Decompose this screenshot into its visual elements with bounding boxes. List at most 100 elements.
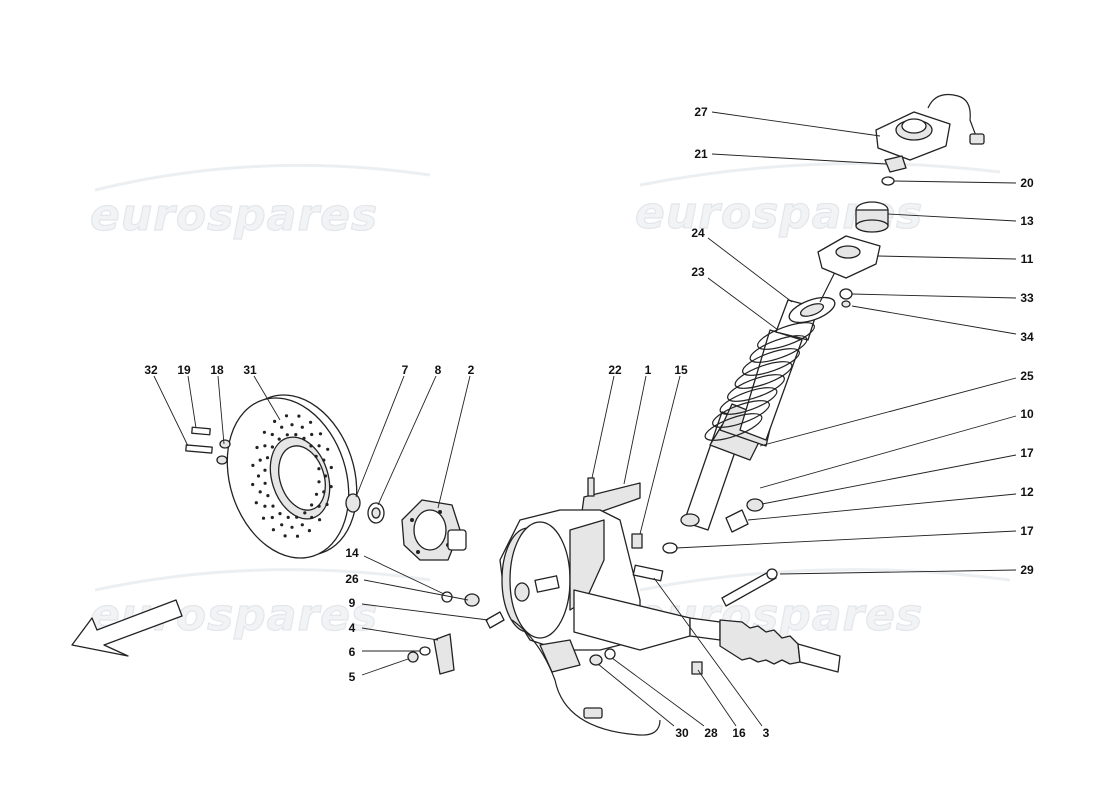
watermark-bottom-left: eurospares bbox=[89, 568, 431, 642]
callout-number: 15 bbox=[674, 363, 688, 377]
callout-leader-line bbox=[759, 377, 1017, 447]
disc-hole bbox=[254, 501, 258, 505]
callout-number: 16 bbox=[732, 726, 746, 740]
disc-hole bbox=[309, 420, 313, 424]
disc-hole bbox=[251, 463, 255, 467]
callout-leader-line bbox=[623, 375, 647, 485]
disc-hole bbox=[278, 511, 282, 516]
callout-leader-line bbox=[437, 375, 471, 509]
disc-hole bbox=[263, 468, 267, 472]
callout-leader-line bbox=[253, 375, 281, 421]
callout-number: 2 bbox=[468, 363, 475, 377]
disc-hole bbox=[317, 444, 321, 448]
svg-text:eurospares: eurospares bbox=[90, 190, 378, 241]
callout-number: 20 bbox=[1020, 176, 1034, 190]
disc-hole bbox=[271, 528, 275, 532]
callout-leader-line bbox=[361, 627, 439, 641]
callout-number: 17 bbox=[1020, 524, 1034, 538]
disc-hole bbox=[322, 458, 326, 462]
disc-hole bbox=[263, 504, 267, 508]
disc-hole bbox=[270, 515, 274, 520]
disc-hole bbox=[284, 414, 289, 418]
shock-absorber bbox=[680, 269, 837, 531]
disc-hole bbox=[263, 444, 267, 448]
callout-leader-line bbox=[851, 293, 1017, 299]
disc-hole bbox=[270, 445, 274, 449]
disc-hole bbox=[309, 444, 313, 448]
callout-number: 7 bbox=[402, 363, 409, 377]
direction-arrow-icon bbox=[71, 599, 183, 657]
disc-hole bbox=[262, 430, 266, 434]
disc-hole bbox=[314, 454, 318, 458]
disc-hole bbox=[300, 425, 304, 429]
callout-number: 13 bbox=[1020, 214, 1034, 228]
disc-hole bbox=[317, 480, 321, 484]
disc-hole bbox=[271, 504, 275, 508]
disc-hole bbox=[322, 490, 326, 494]
disc-hole bbox=[266, 494, 270, 498]
callout-leader-line bbox=[355, 375, 405, 498]
callout-number: 31 bbox=[243, 363, 257, 377]
callout-number: 28 bbox=[704, 726, 718, 740]
spring-coil bbox=[742, 348, 800, 376]
callout-leader-line bbox=[887, 213, 1017, 222]
disc-hole bbox=[285, 433, 289, 437]
disc-hole bbox=[314, 492, 319, 496]
callout-number: 11 bbox=[1021, 252, 1034, 266]
disc-hole bbox=[303, 511, 307, 515]
disc-hole bbox=[283, 534, 287, 538]
callout-number: 29 bbox=[1020, 563, 1034, 577]
spring-coil bbox=[719, 387, 778, 415]
callout-leader-line bbox=[759, 415, 1017, 489]
disc-hole bbox=[290, 525, 294, 529]
disc-hole bbox=[325, 502, 329, 507]
disc-hole bbox=[329, 485, 333, 489]
callout-leader-line bbox=[361, 658, 409, 676]
callout-number: 30 bbox=[675, 726, 689, 740]
disc-hole bbox=[310, 515, 314, 520]
callout-leader-line bbox=[779, 569, 1017, 575]
callout-leader-line bbox=[747, 493, 1017, 521]
callout-leader-line bbox=[761, 454, 1017, 505]
callout-leader-line bbox=[361, 603, 489, 621]
callout-number: 34 bbox=[1020, 330, 1034, 344]
disc-hole bbox=[277, 437, 281, 441]
callout-number: 4 bbox=[349, 621, 356, 635]
callout-number: 5 bbox=[349, 670, 356, 684]
callout-leader-line bbox=[217, 375, 225, 445]
spring-coil bbox=[727, 374, 785, 402]
disc-hole bbox=[263, 481, 267, 485]
top-mount bbox=[817, 93, 985, 308]
disc-hole bbox=[318, 432, 323, 436]
spring-coil bbox=[749, 335, 808, 363]
callout-number: 3 bbox=[763, 726, 770, 740]
hub-carrier bbox=[499, 482, 691, 673]
callout-number: 1 bbox=[645, 363, 652, 377]
callout-number: 25 bbox=[1020, 369, 1034, 383]
disc-hole bbox=[294, 433, 298, 437]
disc-hole bbox=[318, 518, 322, 522]
disc-hole bbox=[290, 423, 294, 427]
disc-hole bbox=[280, 523, 284, 527]
callout-leader-line bbox=[187, 375, 197, 429]
disc-hole bbox=[323, 474, 328, 478]
callout-number: 24 bbox=[691, 226, 705, 240]
callout-number: 12 bbox=[1020, 485, 1034, 499]
callout-leader-line bbox=[711, 111, 881, 137]
watermark-top-left: eurospares bbox=[89, 163, 431, 242]
callout-leader-line bbox=[877, 255, 1017, 260]
callout-number: 21 bbox=[694, 147, 708, 161]
callout-leader-line bbox=[591, 375, 615, 479]
callout-leader-line bbox=[363, 555, 445, 595]
coil-spring bbox=[704, 322, 815, 441]
callout-leader-line bbox=[711, 153, 887, 165]
disc-hole bbox=[255, 445, 259, 450]
hardware-parts bbox=[185, 426, 778, 736]
disc-hole bbox=[297, 414, 301, 418]
callout-number: 23 bbox=[691, 265, 705, 279]
disc-hole bbox=[307, 529, 311, 533]
disc-hole bbox=[270, 432, 274, 437]
callout-leader-line bbox=[639, 375, 681, 535]
